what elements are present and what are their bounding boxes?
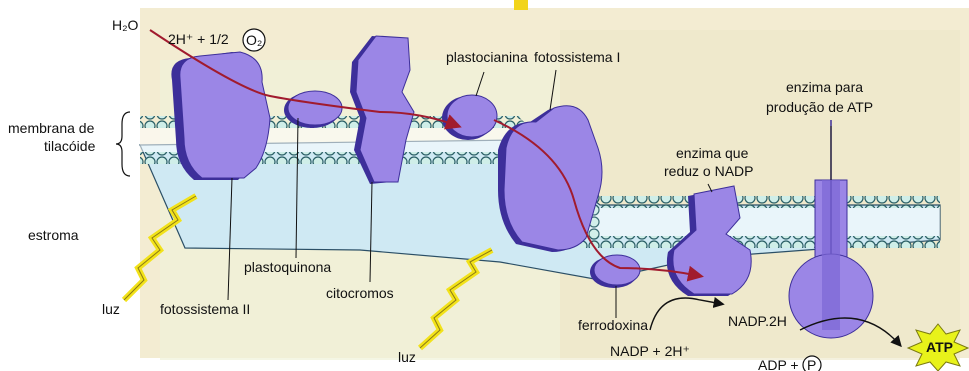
photosystem-2 [180, 52, 270, 178]
plastoquinone [288, 91, 342, 125]
ferredoxin-label: ferrodoxina [578, 317, 648, 333]
cytochromes-label: citocromos [326, 285, 394, 301]
nadph-label: NADP.2H [728, 313, 787, 329]
lipid-tails-right [580, 208, 940, 236]
lipid-bilayer-right-inner [580, 236, 940, 248]
background-blob [560, 30, 960, 360]
nadp-enzyme-label-line2: reduz o NADP [664, 163, 753, 179]
photosystem-1-label: fotossistema I [534, 49, 620, 65]
phosphate-label: P [807, 357, 816, 371]
nadp-enzyme-label-line1: enzima que [676, 145, 749, 161]
light-label-2: luz [398, 349, 416, 365]
adp-input-label: ADP + [758, 357, 799, 371]
membrane-label-line2: tilacóide [44, 138, 96, 154]
atp-enzyme-label-line2: produção de ATP [766, 99, 873, 115]
stroma-label: estroma [28, 227, 79, 243]
photosystem-1 [504, 106, 602, 250]
water-label: H₂O [112, 17, 139, 33]
top-marker [514, 0, 528, 10]
light-label-1: luz [102, 301, 120, 317]
water-split-label: 2H⁺ + 1/2 [168, 31, 229, 47]
photosystem-2-label: fotossistema II [160, 301, 250, 317]
nadp-input-label: NADP + 2H⁺ [610, 343, 690, 359]
atp-label: ATP [926, 339, 953, 355]
lipid-bilayer-right-outer [580, 196, 940, 208]
plastocyanin-label: plastocianina [446, 49, 528, 65]
atp-enzyme-label-line1: enzima para [786, 79, 863, 95]
plastoquinone-label: plastoquinona [244, 259, 331, 275]
plastocyanin [447, 95, 497, 137]
ferredoxin [594, 255, 640, 285]
membrane-label-line1: membrana de [8, 120, 95, 136]
oxygen-label: O₂ [246, 32, 262, 48]
atp-synthase-channel-band [822, 180, 840, 330]
